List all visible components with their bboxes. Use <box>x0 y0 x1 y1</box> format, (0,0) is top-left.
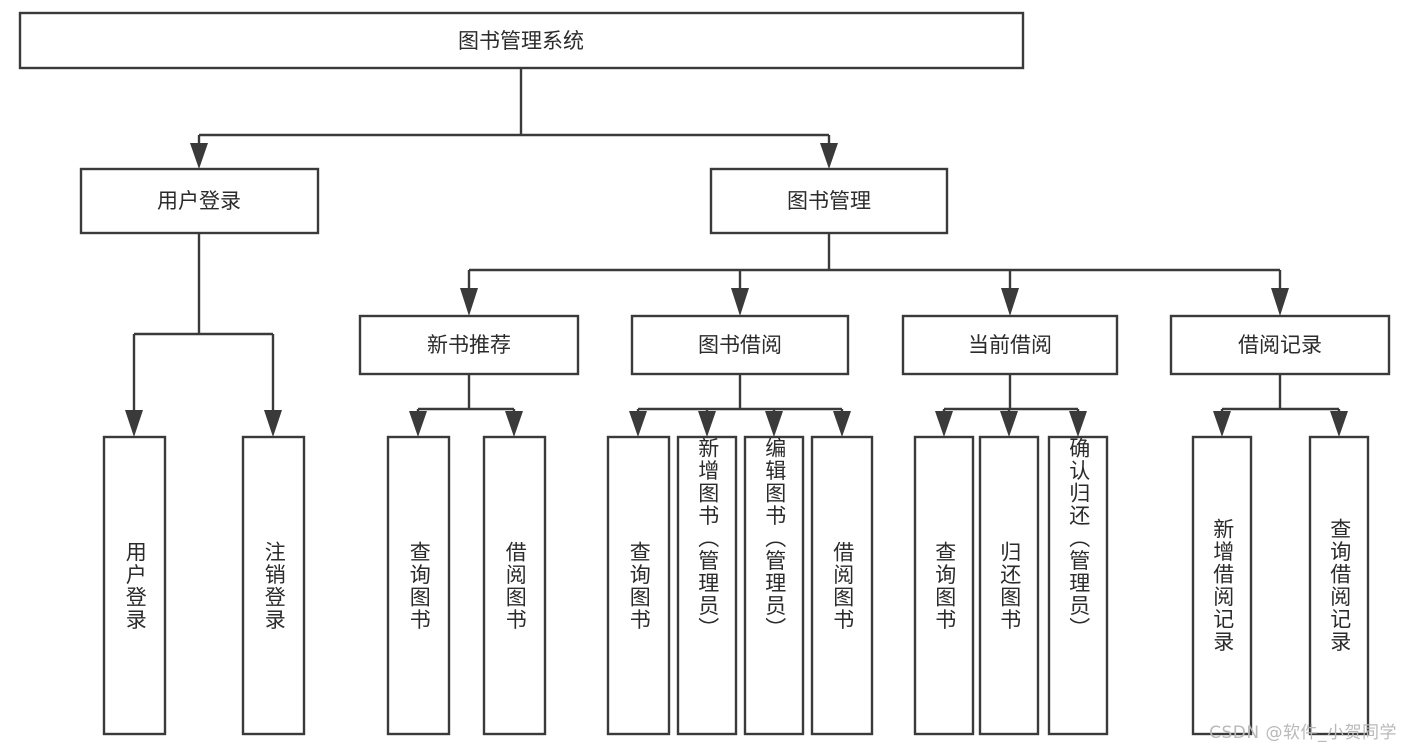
node-box-leaf-confirm-return[interactable] <box>1047 435 1109 736</box>
node-label: 当前借阅 <box>968 333 1052 357</box>
node-box[interactable] <box>630 314 850 376</box>
arrowhead-leaf-confirm-return <box>1069 411 1087 437</box>
arrowhead-leaf-query-book-2 <box>629 411 647 437</box>
node-box-leaf-return-book[interactable] <box>978 435 1040 736</box>
node-box[interactable] <box>79 167 320 235</box>
node-book-manage[interactable]: 图书管理 <box>709 167 949 235</box>
node-label: 用户登录 <box>157 189 241 213</box>
connector-group <box>125 68 1348 437</box>
arrowhead-borrow-record <box>1271 288 1289 316</box>
node-box-leaf-borrow-book-1[interactable] <box>482 435 547 736</box>
arrowhead-leaf-borrow-book-2 <box>833 411 851 437</box>
node-box[interactable] <box>358 314 580 376</box>
node-box[interactable] <box>18 11 1025 70</box>
node-label: 新书推荐 <box>427 333 511 357</box>
node-box-leaf-add-record[interactable] <box>1191 435 1253 736</box>
arrowhead-leaf-query-book-3 <box>935 411 953 437</box>
node-label: 借阅记录 <box>1238 333 1322 357</box>
arrowhead-leaf-edit-book <box>765 411 783 437</box>
node-group: 图书管理系统 用户登录 图书管理 新书推荐 图书借阅 当前 <box>18 11 1391 736</box>
arrowhead-user-login <box>190 143 208 169</box>
node-borrow-record[interactable]: 借阅记录 <box>1169 314 1391 376</box>
node-box-leaf-query-book-3[interactable] <box>913 435 975 736</box>
node-box-leaf-user-login[interactable] <box>102 435 167 736</box>
arrowhead-leaf-add-book <box>698 411 716 437</box>
arrowhead-leaf-add-record <box>1213 411 1231 437</box>
node-box[interactable] <box>709 167 949 235</box>
node-box-leaf-edit-book[interactable] <box>743 435 805 736</box>
arrowhead-leaf-logout-login <box>264 410 282 437</box>
arrowhead-leaf-query-book-1 <box>409 411 427 437</box>
node-book-borrow[interactable]: 图书借阅 <box>630 314 850 376</box>
arrowhead-book-borrow <box>731 288 749 316</box>
node-label: 图书管理系统 <box>458 29 584 53</box>
node-current-borrow[interactable]: 当前借阅 <box>901 314 1119 376</box>
node-box-leaf-query-book-1[interactable] <box>386 435 451 736</box>
node-label: 图书借阅 <box>698 333 782 357</box>
csdn-watermark: CSDN @软件_小贺同学 <box>1209 723 1397 743</box>
node-box-leaf-query-book-2[interactable] <box>606 435 671 736</box>
node-user-login[interactable]: 用户登录 <box>79 167 320 235</box>
arrowhead-current-borrow <box>1001 288 1019 316</box>
arrowhead-leaf-query-record <box>1330 411 1348 437</box>
node-box-leaf-logout-login[interactable] <box>241 435 306 736</box>
node-title-system[interactable]: 图书管理系统 <box>18 11 1025 70</box>
node-box[interactable] <box>901 314 1119 376</box>
node-box-leaf-add-book[interactable] <box>676 435 738 736</box>
node-label: 图书管理 <box>787 189 871 213</box>
arrowhead-leaf-return-book <box>1000 411 1018 437</box>
node-box[interactable] <box>1169 314 1391 376</box>
node-new-book-recommend[interactable]: 新书推荐 <box>358 314 580 376</box>
node-box-leaf-query-record[interactable] <box>1308 435 1370 736</box>
arrowhead-book-manage <box>820 143 838 169</box>
node-box-leaf-borrow-book-2[interactable] <box>810 435 874 736</box>
arrowhead-new-book-recommend <box>460 288 478 316</box>
arrowhead-leaf-user-login <box>125 410 143 437</box>
arrowhead-leaf-borrow-book-1 <box>505 411 523 437</box>
